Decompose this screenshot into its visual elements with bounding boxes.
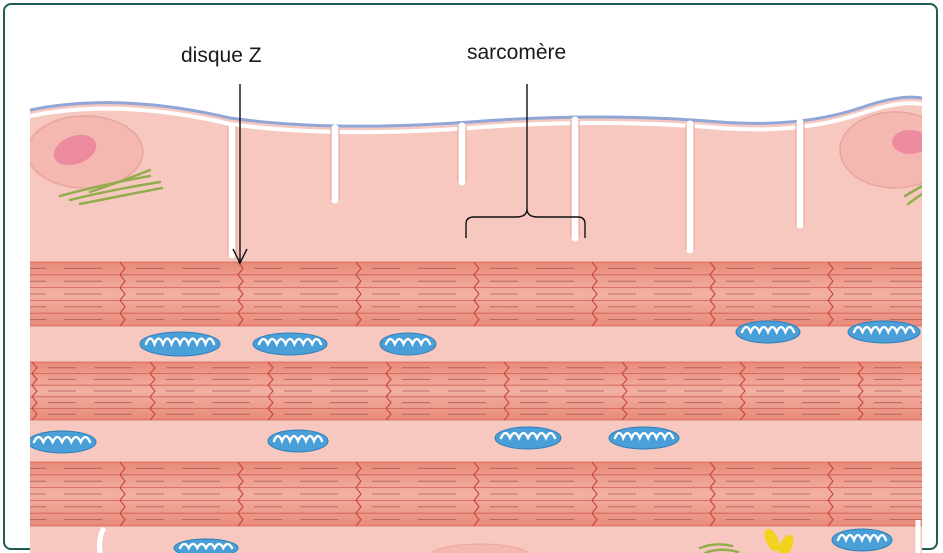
z-line <box>2 513 7 526</box>
z-line <box>2 288 7 301</box>
mito-membrane <box>253 333 327 355</box>
mitochondrion-icon <box>609 427 679 449</box>
mitochondrion-icon <box>253 333 327 355</box>
z-disk-label: disque Z <box>181 44 262 68</box>
mito-membrane <box>380 333 436 355</box>
z-line <box>2 475 7 488</box>
mito-membrane <box>848 321 920 343</box>
myofibril-band <box>30 362 943 420</box>
sarcomere-label: sarcomère <box>467 41 566 65</box>
z-line <box>2 275 7 288</box>
mitochondrion-icon <box>736 321 800 343</box>
z-line <box>2 500 7 513</box>
mitochondrion-icon <box>174 539 238 553</box>
mitochondrion-icon <box>495 427 561 449</box>
nucleus-right <box>840 112 943 188</box>
myofibrils <box>2 262 943 526</box>
z-line <box>2 262 7 275</box>
mitochondrion-icon <box>848 321 920 343</box>
mitochondrion-icon <box>268 430 328 452</box>
mitochondrion-icon <box>140 332 220 356</box>
nucleus-right-core <box>892 130 928 154</box>
z-line <box>2 488 7 501</box>
mitochondrion-icon <box>832 529 892 551</box>
myofibril-band <box>2 262 928 326</box>
mito-membrane <box>609 427 679 449</box>
z-line <box>2 462 7 475</box>
mitochondrion-icon <box>28 431 96 453</box>
z-line <box>2 313 7 326</box>
mitochondrion-icon <box>380 333 436 355</box>
myofibril-band <box>2 462 928 526</box>
z-line <box>2 300 7 313</box>
